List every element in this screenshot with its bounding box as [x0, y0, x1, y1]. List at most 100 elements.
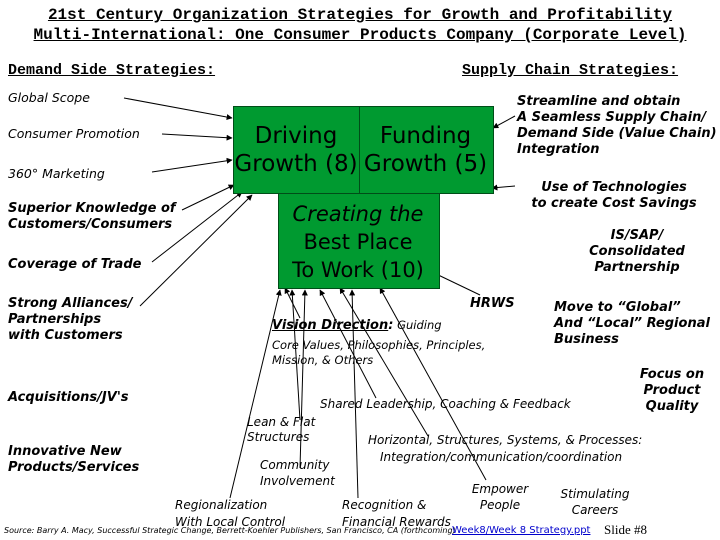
line-regional — [229, 289, 282, 499]
item-strong-alliances: Strong Alliances/ Partnerships with Cust… — [8, 296, 132, 344]
diagram-title-line1: 21st Century Organization Strategies for… — [0, 6, 720, 24]
item-core-values: Core Values, Philosophies, Principles, M… — [272, 338, 485, 368]
footer-link-area: Week8/Week 8 Strategy.ppt — [452, 525, 590, 536]
move-line2: And “Local” Regional — [554, 316, 710, 331]
focus-line2: Product — [643, 383, 701, 398]
item-regionalization: Regionalization With Local Control — [175, 497, 285, 531]
item-horizontal-structures: Horizontal, Structures, Systems, & Proce… — [368, 432, 642, 466]
driving-growth-label: Driving Growth (8) — [233, 122, 359, 178]
line-360-marketing — [151, 157, 233, 173]
alliances-line3: with Customers — [8, 328, 123, 343]
recognition-line2: Financial Rewards — [342, 515, 451, 529]
superior-line2: Customers/Consumers — [8, 217, 173, 232]
item-recognition: Recognition & Financial Rewards — [342, 497, 451, 531]
item-technologies: Use of Technologies to create Cost Savin… — [514, 180, 714, 212]
community-line2: Involvement — [260, 474, 335, 488]
item-is-sap: IS/SAP/ Consolidated Partnership — [582, 228, 692, 276]
line-consumer-promotion — [161, 133, 233, 141]
demand-side-header: Demand Side Strategies: — [8, 62, 216, 79]
item-coverage-of-trade: Coverage of Trade — [8, 257, 142, 272]
item-global-scope: Global Scope — [8, 90, 90, 105]
funding-growth-label: Funding Growth (5) — [359, 122, 492, 178]
item-lean-flat: Lean & Flat Structures — [247, 415, 315, 445]
line-hrws — [431, 271, 481, 296]
funding-growth-box — [359, 106, 494, 194]
line-coverage — [151, 191, 243, 263]
slide-number: Slide #8 — [604, 522, 647, 537]
driving-growth-count: Growth (8) — [234, 151, 358, 177]
streamline-line4: Integration — [517, 142, 600, 157]
line-shared — [319, 289, 377, 399]
move-line1: Move to “Global” — [554, 300, 681, 315]
is-line1: IS/SAP/ — [610, 228, 664, 243]
innovative-line1: Innovative New — [8, 444, 122, 459]
focus-line1: Focus on — [639, 367, 705, 382]
item-superior-knowledge: Superior Knowledge of Customers/Consumer… — [8, 201, 176, 233]
best-place-line3: To Work (10) — [292, 258, 424, 282]
line-superior-knowledge — [181, 184, 235, 211]
item-acquisitions: Acquisitions/JV's — [8, 390, 129, 405]
vision-colon: : — [388, 318, 394, 333]
vision-guiding: Guiding — [393, 318, 442, 332]
diagram-title-line2: Multi-International: One Consumer Produc… — [0, 26, 720, 44]
item-community-involvement: Community Involvement — [260, 457, 335, 489]
lean-line1: Lean & Flat — [247, 415, 316, 429]
horizontal-line1: Horizontal, Structures, Systems, & Proce… — [368, 433, 643, 447]
recognition-line1: Recognition & — [342, 498, 427, 512]
item-consumer-promotion: Consumer Promotion — [8, 126, 140, 141]
best-place-line1: Creating the — [292, 202, 424, 226]
line-empower — [379, 287, 487, 481]
line-technologies — [491, 184, 516, 191]
item-360-marketing: 360° Marketing — [8, 166, 105, 181]
line-horizontal — [339, 287, 429, 437]
title-text-1: 21st Century Organization Strategies for… — [47, 6, 673, 24]
line-recognition — [349, 289, 359, 499]
alliances-line2: Partnerships — [8, 312, 102, 327]
week8-strategy-link[interactable]: Week8/Week 8 Strategy.ppt — [452, 525, 591, 536]
stimulating-line2: Careers — [571, 503, 619, 517]
item-hrws: HRWS — [470, 296, 515, 311]
source-text: Source: Barry A. Macy, Successful Strate… — [4, 526, 456, 535]
core-line2: Mission, & Others — [272, 353, 374, 367]
superior-line1: Superior Knowledge of — [8, 201, 176, 216]
streamline-line2: A Seamless Supply Chain/ — [517, 110, 707, 125]
line-alliances — [139, 194, 253, 307]
empower-line1: Empower — [471, 482, 529, 496]
streamline-line3: Demand Side (Value Chain) — [517, 126, 717, 141]
innovative-line2: Products/Services — [8, 460, 140, 475]
item-stimulating-careers: Stimulating Careers — [553, 486, 637, 518]
lean-line2: Structures — [247, 430, 310, 444]
source-citation: Source: Barry A. Macy, Successful Strate… — [4, 526, 456, 535]
item-streamline: Streamline and obtain A Seamless Supply … — [517, 94, 720, 158]
regional-line1: Regionalization — [175, 498, 268, 512]
item-vision-direction: Vision Direction: Guiding — [272, 318, 442, 333]
alliances-line1: Strong Alliances/ — [8, 296, 133, 311]
title-text-2: Multi-International: One Consumer Produc… — [33, 26, 687, 44]
is-line3: Partnership — [594, 260, 680, 275]
tech-line2: to create Cost Savings — [531, 196, 697, 211]
funding-growth-count: Growth (5) — [363, 151, 488, 177]
regional-line2: With Local Control — [175, 515, 286, 529]
best-place-line2: Best Place — [303, 230, 413, 254]
line-streamline — [492, 115, 516, 129]
item-move-global: Move to “Global” And “Local” Regional Bu… — [554, 300, 710, 348]
stimulating-line1: Stimulating — [560, 487, 630, 501]
move-line3: Business — [554, 332, 619, 347]
supply-chain-header: Supply Chain Strategies: — [462, 62, 679, 79]
item-focus-quality: Focus on Product Quality — [632, 367, 712, 415]
item-innovative-products: Innovative New Products/Services — [8, 444, 139, 476]
horizontal-line2: Integration/communication/coordination — [380, 450, 623, 464]
line-community — [299, 289, 308, 469]
item-shared-leadership: Shared Leadership, Coaching & Feedback — [320, 397, 571, 411]
streamline-line1: Streamline and obtain — [517, 94, 681, 109]
item-empower-people: Empower People — [462, 481, 538, 513]
focus-line3: Quality — [645, 399, 699, 414]
driving-word: Driving — [254, 123, 338, 149]
line-lean — [289, 289, 301, 421]
vision-title: Vision Direction — [272, 318, 389, 333]
best-place-box — [278, 193, 440, 289]
empower-line2: People — [479, 498, 521, 512]
community-line1: Community — [260, 458, 330, 472]
tech-line1: Use of Technologies — [541, 180, 687, 195]
